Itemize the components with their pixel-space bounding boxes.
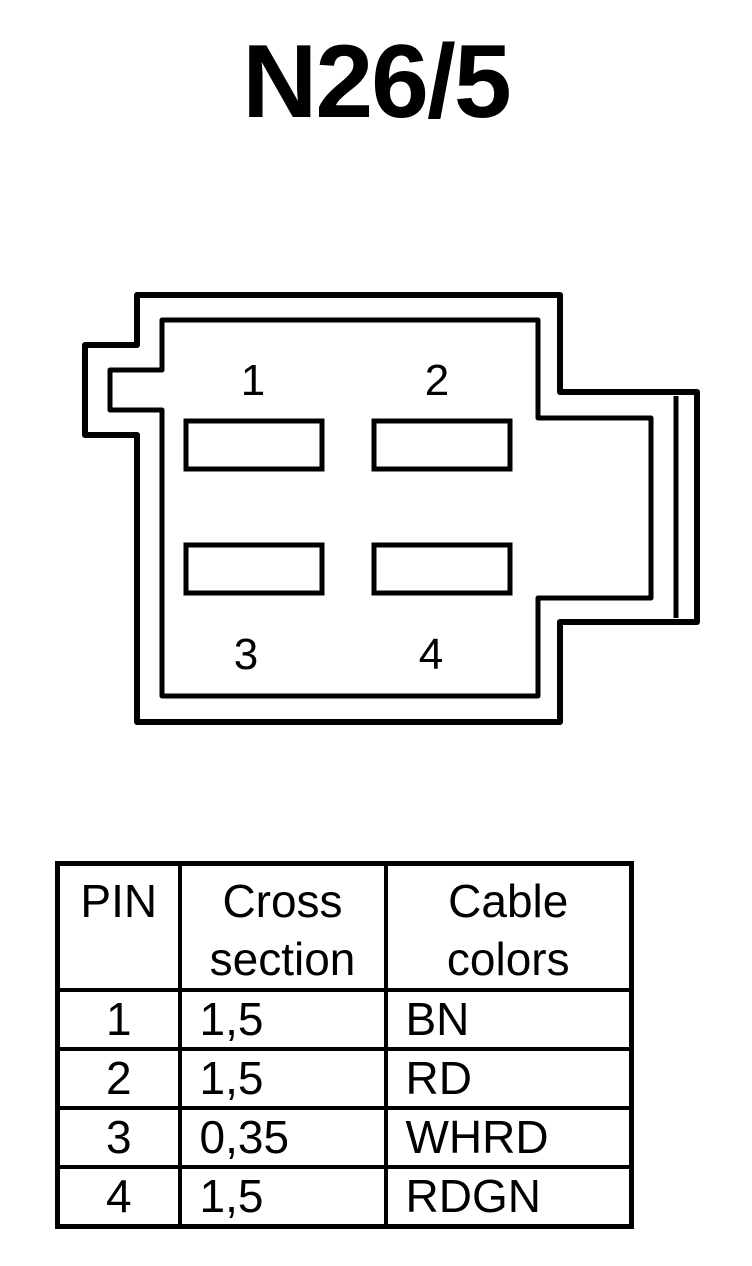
row-cable-color: WHRD (383, 1106, 634, 1169)
table-row: 4 1,5 RDGN (55, 1165, 634, 1229)
row-cross-section: 0,35 (177, 1106, 388, 1169)
connector-housing-outer (82, 292, 700, 725)
row-cable-color: BN (383, 988, 634, 1051)
pin-1-label: 1 (241, 356, 265, 405)
header-cross-line1: Cross (222, 875, 343, 927)
pin-3-label: 3 (234, 630, 258, 679)
header-cable-colors: Cable colors (383, 861, 634, 992)
header-color-line1: Cable (448, 875, 569, 927)
pin-1-slot (183, 418, 325, 472)
row-pin: 3 (55, 1106, 182, 1169)
header-cross-line2: section (209, 933, 356, 985)
table-row: 2 1,5 RD (55, 1047, 634, 1110)
header-cross-section: Cross section (177, 861, 388, 992)
header-color-line2: colors (446, 933, 570, 985)
connector-housing-inner (107, 317, 654, 699)
connector-diagram: 1 2 3 4 (82, 292, 700, 725)
pin-3-slot (183, 542, 325, 596)
header-pin: PIN (55, 861, 182, 992)
pin-4-label: 4 (419, 630, 443, 679)
row-cable-color: RDGN (383, 1165, 634, 1229)
connector-title: N26/5 (242, 24, 512, 140)
table-header-row: PIN Cross section Cable colors (55, 861, 634, 992)
pin-2-label: 2 (425, 356, 449, 405)
table-row: 1 1,5 BN (55, 988, 634, 1051)
row-cross-section: 1,5 (177, 1047, 388, 1110)
pin-4-slot (371, 542, 513, 596)
pin-assignment-table: PIN Cross section Cable colors 1 1,5 BN … (55, 861, 634, 1229)
row-pin: 4 (55, 1165, 182, 1229)
row-cable-color: RD (383, 1047, 634, 1110)
row-pin: 2 (55, 1047, 182, 1110)
table-row: 3 0,35 WHRD (55, 1106, 634, 1169)
row-cross-section: 1,5 (177, 988, 388, 1051)
row-cross-section: 1,5 (177, 1165, 388, 1229)
row-pin: 1 (55, 988, 182, 1051)
pin-2-slot (371, 418, 513, 472)
